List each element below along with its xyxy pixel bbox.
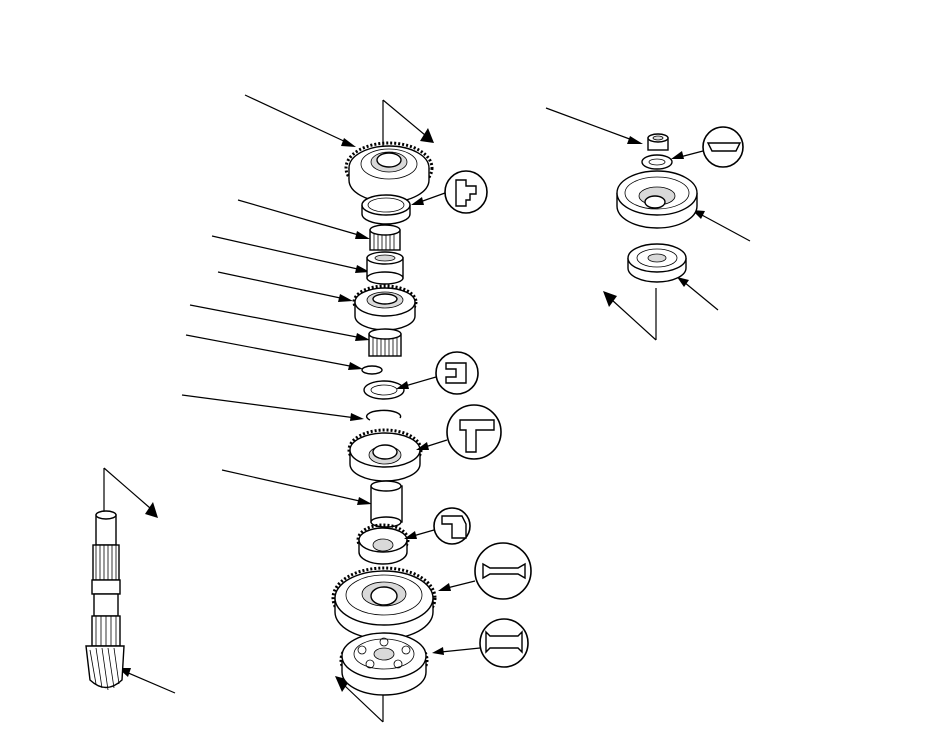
large-gear — [331, 566, 437, 640]
section-icon-bearing-race — [411, 170, 488, 214]
section-icon-gear-hub — [416, 404, 502, 460]
washer — [641, 154, 673, 170]
sleeve-hub — [366, 251, 404, 285]
top-gear — [344, 141, 434, 203]
shaft-assembly — [85, 510, 125, 691]
nut — [647, 133, 669, 151]
section-icon-small-gear — [404, 507, 471, 545]
second-gear — [352, 284, 418, 331]
bottom-gear — [339, 632, 429, 696]
section-icon-washer-top — [671, 126, 744, 168]
housing-gear — [616, 170, 698, 229]
ball-bearing — [627, 243, 687, 283]
snap-ring-small — [361, 365, 383, 375]
bearing-race — [361, 194, 411, 225]
spacer-collar — [370, 480, 403, 528]
section-icon-large-gear — [438, 542, 532, 600]
leader-lines — [118, 94, 751, 694]
needle-bearing-lower — [368, 328, 402, 357]
small-gear — [356, 523, 410, 565]
third-gear — [347, 428, 423, 482]
needle-bearing-upper — [369, 224, 401, 251]
snap-ring-large — [365, 409, 402, 421]
section-icon-bottom-gear — [432, 618, 529, 668]
section-icon-washer — [396, 351, 479, 395]
thrust-washer — [363, 380, 405, 400]
